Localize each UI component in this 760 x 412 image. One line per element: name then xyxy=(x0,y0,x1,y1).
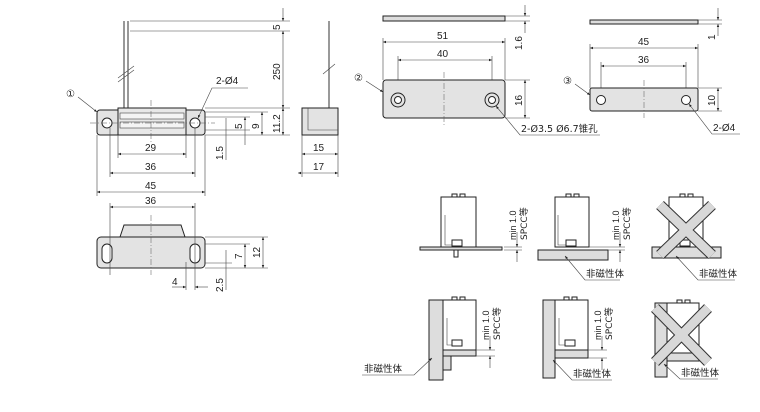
dim-bottom-36: 36 xyxy=(145,196,157,207)
spcc-label: SPCC等 xyxy=(518,207,530,240)
dim-7: 7 xyxy=(234,253,245,259)
dim-16: 16 xyxy=(514,94,525,106)
dim-wire-tip: 5 xyxy=(272,24,283,30)
hole-note-3: 2-Ø4 xyxy=(713,123,736,134)
callout-1: ① xyxy=(66,89,75,100)
dim-29: 29 xyxy=(145,143,157,154)
part1-front-view: ① 2-Ø4 5 250 11.2 9 5 1.5 29 36 45 xyxy=(66,8,290,196)
part1-bottom-view: 36 12 7 2.5 4 xyxy=(96,196,268,292)
dim-plate3-45: 45 xyxy=(638,37,650,48)
nonmagnetic-label: 非磁性体 xyxy=(681,367,720,379)
dim-45: 45 xyxy=(145,181,157,192)
dim-12: 12 xyxy=(252,246,263,258)
dim-height: 11.2 xyxy=(272,114,283,133)
part1-side-view: 15 17 xyxy=(298,21,339,177)
spcc-label: SPCC等 xyxy=(621,207,633,240)
min-thickness-label: min 1.0 xyxy=(611,210,621,240)
dim-51: 51 xyxy=(437,31,449,42)
install-ok-thin-plate: min 1.0 SPCC等 xyxy=(419,193,530,262)
install-ok-wall-nonmagnetic: min 1.0 SPCC等 非磁性体 xyxy=(542,296,615,381)
nonmagnetic-label: 非磁性体 xyxy=(699,268,738,280)
dim-wire-length: 250 xyxy=(272,63,283,80)
install-ng-nonmagnetic-base: 非磁性体 xyxy=(651,193,738,281)
dim-thickness-1-6: 1.6 xyxy=(514,36,525,50)
dim-4: 4 xyxy=(172,277,178,288)
min-thickness-label: min 1.0 xyxy=(593,310,603,340)
install-ng-wall: 非磁性体 xyxy=(651,299,720,380)
nonmagnetic-label: 非磁性体 xyxy=(364,363,403,375)
spcc-label: SPCC等 xyxy=(491,307,503,340)
part3-plate: 1 45 36 10 ③ 2-Ø4 xyxy=(563,8,740,135)
dim-9: 9 xyxy=(251,123,262,129)
install-ok-side-nonmagnetic: min 1.0 SPCC等 非磁性体 xyxy=(362,296,503,381)
dim-side-15: 15 xyxy=(313,143,325,154)
nonmagnetic-label: 非磁性体 xyxy=(586,268,625,280)
dim-36: 36 xyxy=(145,162,157,173)
callout-3: ③ xyxy=(563,76,572,87)
nonmagnetic-label: 非磁性体 xyxy=(573,368,612,380)
min-thickness-label: min 1.0 xyxy=(481,310,491,340)
part2-plate: 1.6 51 40 16 ② 2-Ø3.5 Ø6.7锥孔 xyxy=(354,5,600,136)
dim-plate3-36: 36 xyxy=(638,55,650,66)
install-ok-nonmagnetic-base: min 1.0 SPCC等 非磁性体 xyxy=(537,193,633,281)
spcc-label: SPCC等 xyxy=(603,307,615,340)
callout-2: ② xyxy=(354,73,363,84)
dim-thickness-1: 1 xyxy=(707,34,718,40)
dim-2-5: 2.5 xyxy=(215,278,226,292)
dim-10: 10 xyxy=(707,94,718,106)
dim-40: 40 xyxy=(437,49,449,60)
hole-note: 2-Ø4 xyxy=(216,76,239,87)
min-thickness-label: min 1.0 xyxy=(508,210,518,240)
dim-1-5: 1.5 xyxy=(215,146,226,160)
dim-side-17: 17 xyxy=(313,162,325,173)
dim-5: 5 xyxy=(234,123,245,129)
hole-note-2: 2-Ø3.5 Ø6.7锥孔 xyxy=(521,123,598,135)
